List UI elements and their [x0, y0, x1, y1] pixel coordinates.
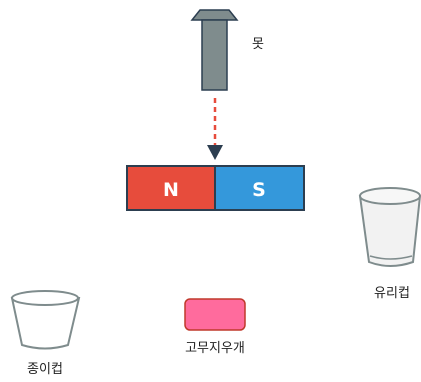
nail — [190, 9, 239, 91]
bar-magnet — [126, 165, 305, 211]
glass-cup — [358, 187, 421, 267]
magnet-south-pole — [214, 165, 305, 211]
attraction-arrow-head — [207, 145, 223, 160]
nail-shaft — [201, 19, 228, 91]
nail-label: 못 — [252, 37, 264, 52]
glass-cup-label: 유리컵 — [374, 286, 410, 301]
paper-cup-label: 종이컵 — [27, 362, 63, 377]
nail-head — [190, 9, 239, 21]
eraser-label: 고무지우개 — [185, 341, 245, 356]
magnet-north-pole — [126, 165, 216, 211]
eraser — [184, 298, 246, 331]
paper-cup — [10, 290, 81, 350]
magnet-south-label: S — [252, 179, 266, 201]
magnet-north-label: N — [163, 179, 179, 201]
